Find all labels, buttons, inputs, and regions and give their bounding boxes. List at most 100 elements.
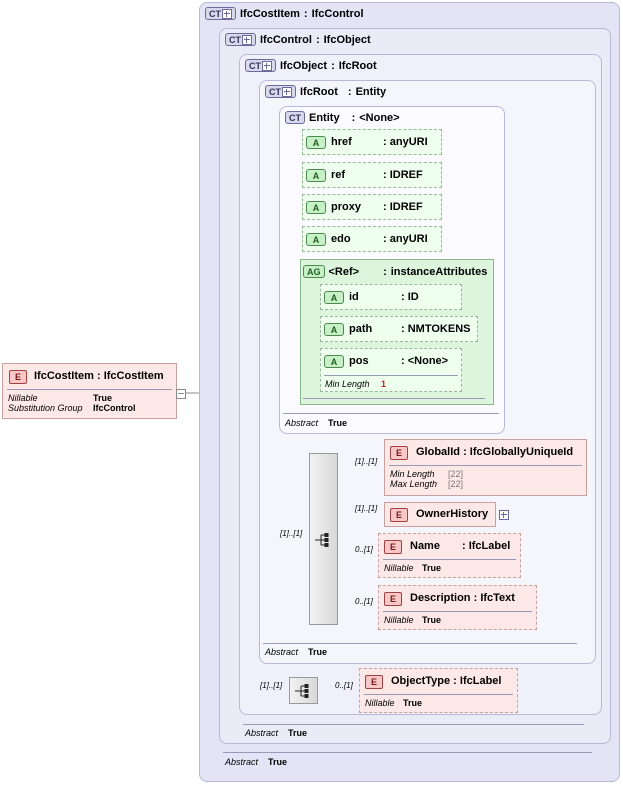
attribute-group-badge: AG (303, 265, 325, 278)
attribute-badge: A (324, 355, 344, 368)
element-title: ObjectType : IfcLabel (391, 675, 502, 687)
colon: : (347, 85, 352, 98)
colon: : (315, 33, 320, 46)
colon: : (383, 265, 387, 278)
root-sequence-compositor[interactable] (309, 453, 338, 625)
attribute-group-name: <Ref> (328, 265, 360, 278)
ct-badge: CT (285, 111, 305, 124)
attribute-type: : ID (401, 291, 419, 303)
colon: : (351, 111, 356, 124)
separator (263, 643, 577, 644)
ct-ifcroot-header: CT IfcRoot : Entity (265, 85, 386, 98)
objecttype-cardinality: 0..[1] (335, 681, 353, 690)
attribute-type: : IDREF (383, 201, 423, 213)
attribute-badge: A (306, 169, 326, 182)
attribute-badge: A (324, 323, 344, 336)
element-badge: E (390, 446, 408, 460)
separator (303, 398, 485, 399)
ct-base: IfcObject (323, 33, 371, 46)
separator (389, 465, 582, 466)
attribute-edo: A edo : anyURI (302, 226, 442, 252)
element-globalid[interactable]: E GlobalId : IfcGloballyUniqueId Min Len… (384, 439, 587, 496)
element-badge: E (9, 370, 27, 384)
attribute-badge: A (306, 136, 326, 149)
max-length-property: Max Length[22] (390, 479, 464, 489)
element-badge: E (384, 592, 402, 606)
attribute-badge: A (306, 233, 326, 246)
element-title: Description : IfcText (410, 592, 515, 604)
attribute-name: edo (331, 233, 351, 245)
ct-ifccontrol-header: CT IfcControl : IfcObject (225, 33, 371, 46)
attribute-group-header: AG <Ref> : instanceAttributes (303, 265, 487, 278)
ct-badge: CT (245, 59, 276, 72)
ct-name: IfcControl (260, 33, 312, 46)
attribute-type: : IDREF (383, 169, 423, 181)
attribute-type: : anyURI (383, 233, 428, 245)
attribute-badge: A (324, 291, 344, 304)
collapse-icon[interactable] (176, 389, 186, 399)
attribute-name: path (349, 323, 373, 335)
element-badge: E (365, 675, 383, 689)
object-sequence-compositor[interactable] (289, 677, 318, 704)
attribute-id: A id : ID (320, 284, 462, 310)
attribute-name: pos (349, 355, 369, 367)
attribute-name: id (349, 291, 359, 303)
root-sequence-cardinality: [1]..[1] (280, 529, 303, 538)
element-badge: E (384, 540, 402, 554)
element-title: IfcCostItem : IfcCostItem (34, 370, 164, 382)
attribute-name: proxy (331, 201, 361, 213)
element-badge: E (390, 508, 408, 522)
colon: : (331, 59, 335, 72)
separator (283, 413, 499, 414)
separator (383, 611, 532, 612)
name-cardinality: 0..[1] (355, 545, 373, 554)
expand-icon[interactable] (499, 510, 509, 520)
ct-name: IfcObject (280, 59, 328, 72)
attribute-type: : anyURI (383, 136, 428, 148)
attribute-path: A path : NMTOKENS (320, 316, 478, 342)
separator (364, 694, 513, 695)
attribute-href: A href : anyURI (302, 129, 442, 155)
element-title: GlobalId : IfcGloballyUniqueId (416, 446, 574, 458)
ct-ifcobject-header: CT IfcObject : IfcRoot (245, 59, 377, 72)
attribute-type: : NMTOKENS (401, 323, 471, 335)
attribute-name: ref (331, 169, 346, 181)
attribute-type: : <None> (401, 355, 449, 367)
separator (383, 559, 516, 560)
ct-name: IfcCostItem (240, 7, 300, 20)
attribute-name: href (331, 136, 352, 148)
element-ownerhistory[interactable]: E OwnerHistory (384, 502, 496, 527)
description-cardinality: 0..[1] (355, 597, 373, 606)
attribute-group-type: instanceAttributes (390, 265, 488, 278)
ownerhistory-cardinality: [1]..[1] (355, 504, 378, 513)
colon: : (303, 7, 308, 20)
ct-ifccostitem-header: CT IfcCostItem : IfcControl (205, 7, 364, 20)
ct-name: IfcRoot (300, 85, 338, 98)
separator (324, 375, 458, 376)
separator (223, 752, 592, 753)
attribute-ref: A ref : IDREF (302, 162, 442, 188)
sequence-icon (295, 684, 309, 698)
ct-base: IfcRoot (338, 59, 377, 72)
attribute-proxy: A proxy : IDREF (302, 194, 442, 220)
element-title: Name: IfcLabel (410, 540, 511, 552)
ct-badge: CT (205, 7, 236, 20)
object-sequence-cardinality: [1]..[1] (260, 681, 283, 690)
sequence-icon (315, 533, 329, 547)
ct-base: IfcControl (311, 7, 364, 20)
min-length-property: Min Length[22] (390, 469, 464, 479)
